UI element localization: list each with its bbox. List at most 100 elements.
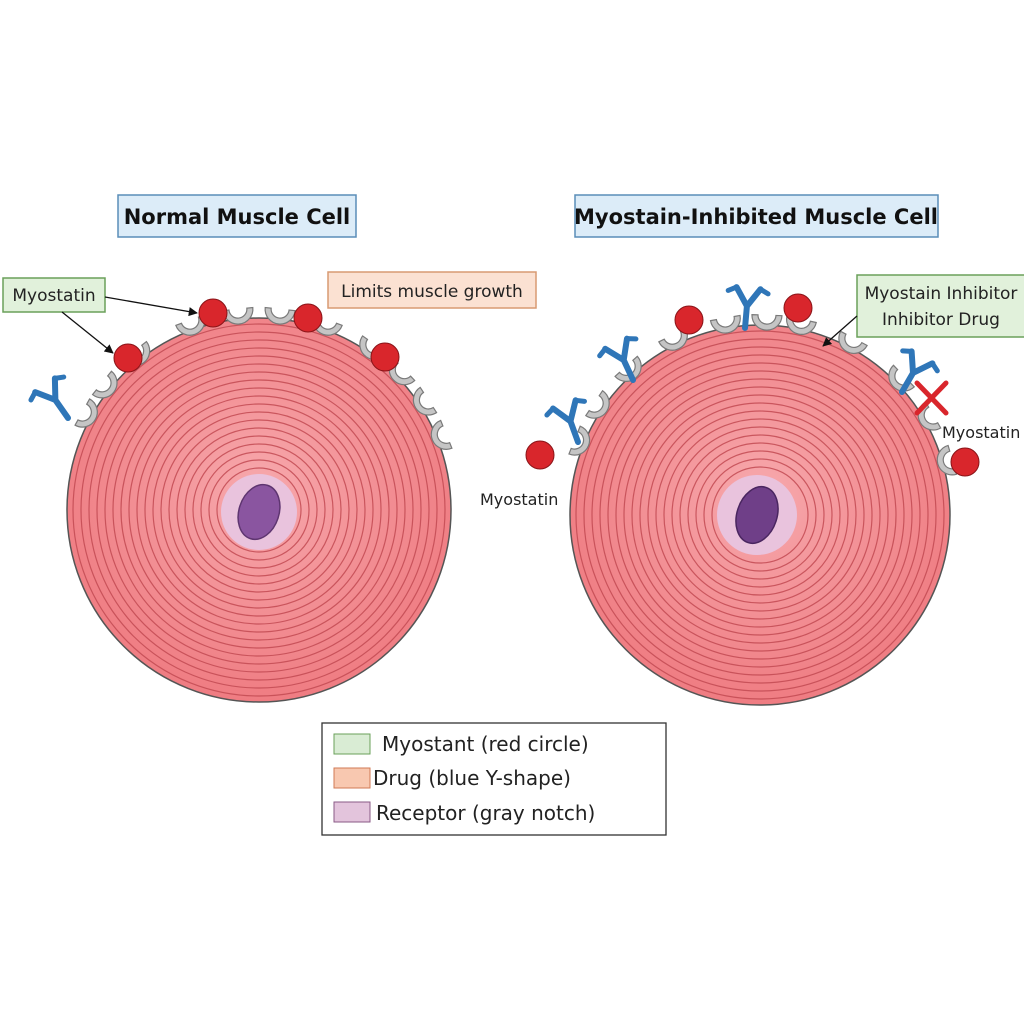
drug-y-shape-icon [597, 335, 639, 383]
myostatin-circle-icon [950, 447, 980, 477]
left-panel-title: Normal Muscle Cell [124, 205, 351, 229]
receptor-notch-icon [412, 386, 438, 416]
cell-ring [647, 402, 873, 628]
myostatin-label-left: Myostatin [480, 490, 558, 509]
right-cell-rings [575, 330, 945, 700]
myostatin-circle-icon [370, 342, 400, 372]
callout-arrow [822, 315, 858, 347]
legend-item: Drug (blue Y-shape) [333, 766, 571, 790]
cell-ring [136, 387, 382, 633]
cell-ring [216, 467, 302, 553]
right-panel-title: Myostain-Inhibited Muscle Cell [574, 205, 938, 229]
left-myostatin-callout-text: Myostatin [12, 286, 95, 306]
myostatin-circle-icon [293, 303, 323, 333]
receptor-notch-icon [614, 355, 642, 382]
cell-ring [639, 394, 881, 636]
receptor-notch-icon [785, 315, 817, 335]
legend-label-drug: Drug (blue Y-shape) [373, 766, 571, 790]
cell-ring [679, 434, 841, 596]
left-panel: Normal Muscle Cell Myostatin Limits musc… [2, 194, 537, 703]
limits-growth-callout-text: Limits muscle growth [341, 282, 523, 302]
cell-ring [72, 323, 446, 697]
cell-ring [591, 346, 929, 684]
myostatin-circle-icon [198, 298, 228, 328]
legend-swatch-myostatin [333, 733, 371, 755]
left-muscle-cell [66, 317, 452, 703]
right-nucleus [735, 485, 779, 545]
block-x-icon [914, 380, 949, 416]
cell-ring [176, 427, 342, 593]
cell-ring [607, 362, 913, 668]
cell-ring [655, 410, 865, 620]
cell-ring [128, 379, 390, 641]
receptor-notch-icon [709, 314, 741, 334]
cell-ring [112, 363, 406, 657]
drug-y-shape-icon [899, 348, 940, 395]
receptor-notch-icon [264, 306, 296, 325]
right-panel: Myostain-Inhibited Muscle Cell [480, 194, 1024, 706]
myostatin-circle-icon [525, 440, 555, 470]
cell-ring [663, 418, 857, 612]
left-cell-rings [72, 323, 446, 697]
receptor-notch-icon [936, 444, 958, 476]
receptor-notch-icon [430, 419, 453, 450]
drug-y-shape-icon [28, 374, 71, 421]
callout-arrow [104, 296, 198, 317]
right-muscle-cell [569, 324, 951, 706]
cell-ring [160, 411, 358, 609]
inhibitor-callout-box [856, 274, 1024, 338]
cell-ring [599, 354, 921, 676]
legend-box [321, 722, 667, 836]
receptor-notch-icon [568, 425, 591, 456]
drug-y-shape-icon [544, 397, 587, 445]
cell-ring [615, 370, 905, 660]
myostatin-circle-icon [113, 343, 143, 373]
cell-ring [583, 338, 937, 692]
callout-arrow [61, 311, 114, 354]
cell-ring [168, 419, 350, 601]
cell-ring [687, 442, 833, 588]
cell-ring [152, 403, 366, 617]
receptor-notch-icon [74, 398, 98, 428]
inhibitor-callout-line1: Myostain Inhibitor [865, 284, 1018, 304]
left-myostatin-callout-box [2, 277, 106, 313]
receptor-notch-icon [91, 370, 118, 399]
cell-ring [208, 459, 310, 561]
myostatin-label-right: Myostatin [942, 423, 1020, 442]
cell-ring [200, 451, 318, 569]
cell-ring [80, 331, 438, 689]
cell-ring [192, 443, 326, 577]
cell-ring [96, 347, 422, 673]
legend-item: Receptor (gray notch) [333, 801, 595, 825]
cell-ring [104, 355, 414, 665]
receptor-notch-icon [838, 330, 868, 354]
receptor-notch-icon [751, 313, 783, 331]
cell-ring [88, 339, 430, 681]
legend-swatch-drug [333, 767, 371, 789]
right-title-box [574, 194, 939, 238]
cell-ring [184, 435, 334, 585]
cell-ring [695, 450, 825, 580]
cell-ring [631, 386, 889, 644]
cell-ring [703, 458, 817, 572]
limits-growth-callout-box [327, 271, 537, 309]
left-title-box [117, 194, 357, 238]
cell-ring [711, 466, 809, 564]
cell-ring [671, 426, 849, 604]
myostatin-circle-icon [783, 293, 813, 323]
drug-y-shape-icon [725, 284, 771, 331]
myostatin-circle-icon [674, 305, 704, 335]
cell-ring [623, 378, 897, 652]
legend: Myostant (red circle) Drug (blue Y-shape… [321, 722, 667, 836]
receptor-notch-icon [222, 306, 254, 325]
cell-ring [144, 395, 374, 625]
legend-label-receptor: Receptor (gray notch) [376, 801, 595, 825]
receptor-notch-icon [584, 389, 610, 419]
cell-ring [120, 371, 398, 649]
cell-ring [575, 330, 945, 700]
legend-swatch-receptor [333, 801, 371, 823]
inhibitor-callout-line2: Inhibitor Drug [882, 310, 1000, 330]
legend-item: Myostant (red circle) [333, 732, 589, 756]
left-nucleus [237, 483, 281, 541]
